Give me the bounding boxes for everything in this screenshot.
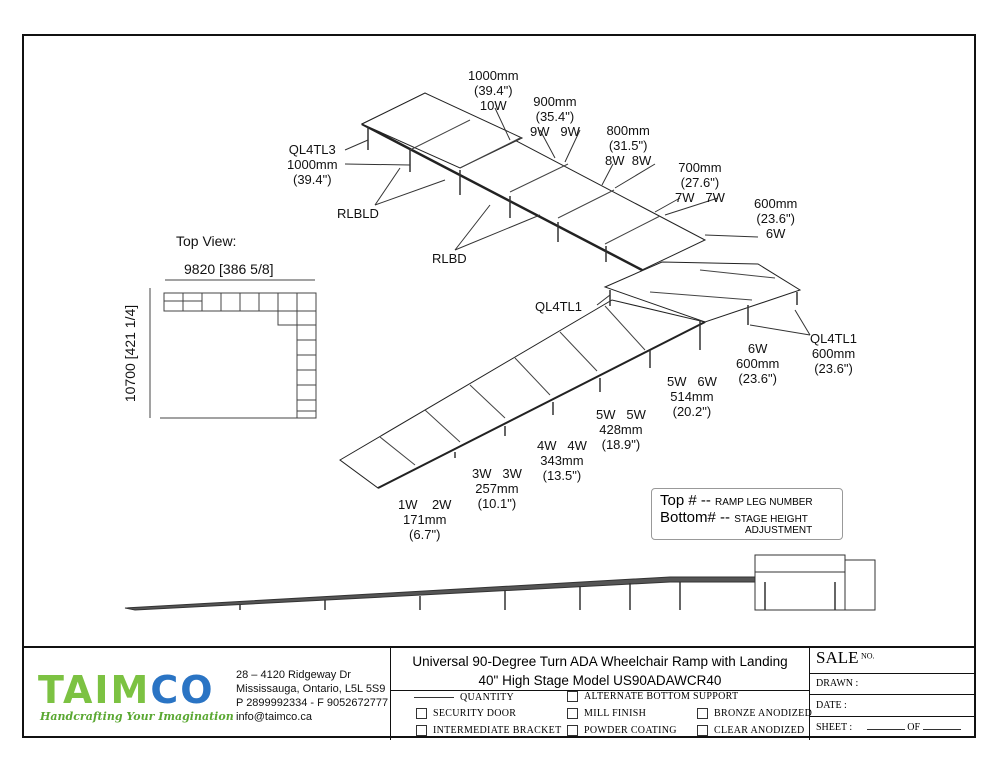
company-logo: TAIMCO	[38, 668, 215, 712]
legend-top: Top # --	[660, 492, 711, 509]
deck-seams	[379, 119, 776, 466]
intermediate-bracket-checkbox[interactable]: INTERMEDIATE BRACKET	[416, 725, 562, 736]
dim-900mm: 900mm (35.4") 9W 9W	[530, 94, 580, 139]
powder-coating-checkbox[interactable]: POWDER COATING	[567, 725, 677, 736]
top-view-width: 9820 [386 5/8]	[184, 261, 274, 277]
security-door-checkbox[interactable]: SECURITY DOOR	[416, 708, 516, 719]
dim-257mm: 3W 3W 257mm (10.1")	[472, 466, 522, 511]
clear-anodized-checkbox[interactable]: CLEAR ANODIZED	[697, 725, 805, 736]
alternate-bottom-support-checkbox[interactable]: ALTERNATE BOTTOM SUPPORT	[567, 691, 738, 702]
dim-1000mm: 1000mm (39.4") 10W	[468, 68, 519, 113]
drawn-field[interactable]: DRAWN :	[810, 674, 976, 695]
dim-343mm: 4W 4W 343mm (13.5")	[537, 438, 587, 483]
side-elevation	[124, 554, 876, 611]
part-ql4tl1: QL4TL1	[535, 299, 582, 314]
ramp-legs	[367, 127, 798, 458]
legend-box: Top # -- RAMP LEG NUMBER Bottom# -- STAG…	[651, 488, 843, 540]
dim-600mm-lower: 6W 600mm (23.6")	[736, 341, 780, 386]
part-ql4tl1-600: QL4TL1 600mm (23.6")	[810, 331, 857, 376]
legend-bottom-desc: STAGE HEIGHT	[734, 514, 808, 525]
legend-bottom: Bottom# --	[660, 509, 731, 526]
landing-deck	[603, 261, 802, 323]
bronze-anodized-checkbox[interactable]: BRONZE ANODIZED	[697, 708, 812, 719]
lower-ramp-deck	[339, 299, 707, 489]
date-field[interactable]: DATE :	[810, 695, 976, 717]
top-view-height: 10700 [421 1/4]	[122, 304, 139, 403]
part-rlbd: RLBD	[432, 251, 467, 266]
sheet-border	[22, 34, 976, 738]
part-rlbld: RLBLD	[337, 206, 379, 221]
dim-171mm: 1W 2W 171mm (6.7")	[398, 497, 452, 542]
top-view-title: Top View:	[176, 233, 237, 249]
title-block: TAIMCO Handcrafting Your Imagination 28 …	[22, 646, 976, 740]
leader-lines	[344, 107, 811, 336]
sheet-field[interactable]: SHEET : OF	[810, 717, 976, 740]
top-platform	[360, 92, 524, 169]
dim-700mm: 700mm (27.6") 7W 7W	[675, 160, 725, 205]
legend-top-desc: RAMP LEG NUMBER	[715, 497, 813, 508]
part-ql4tl3: QL4TL3 1000mm (39.4")	[287, 142, 338, 187]
dim-800mm: 800mm (31.5") 8W 8W	[605, 123, 652, 168]
top-view-plan	[149, 279, 317, 419]
quantity-field[interactable]: QUANTITY	[414, 692, 514, 703]
sale-number: SALE NO.	[810, 648, 976, 674]
dim-428mm: 5W 5W 428mm (18.9")	[596, 407, 646, 452]
drawing-title: Universal 90-Degree Turn ADA Wheelchair …	[412, 654, 788, 688]
mill-finish-checkbox[interactable]: MILL FINISH	[567, 708, 646, 719]
dim-514mm: 5W 6W 514mm (20.2")	[667, 374, 717, 419]
company-tagline: Handcrafting Your Imagination	[40, 710, 234, 723]
dim-600mm: 600mm (23.6") 6W	[754, 196, 798, 241]
legend-bottom-desc2: ADJUSTMENT	[745, 525, 813, 536]
